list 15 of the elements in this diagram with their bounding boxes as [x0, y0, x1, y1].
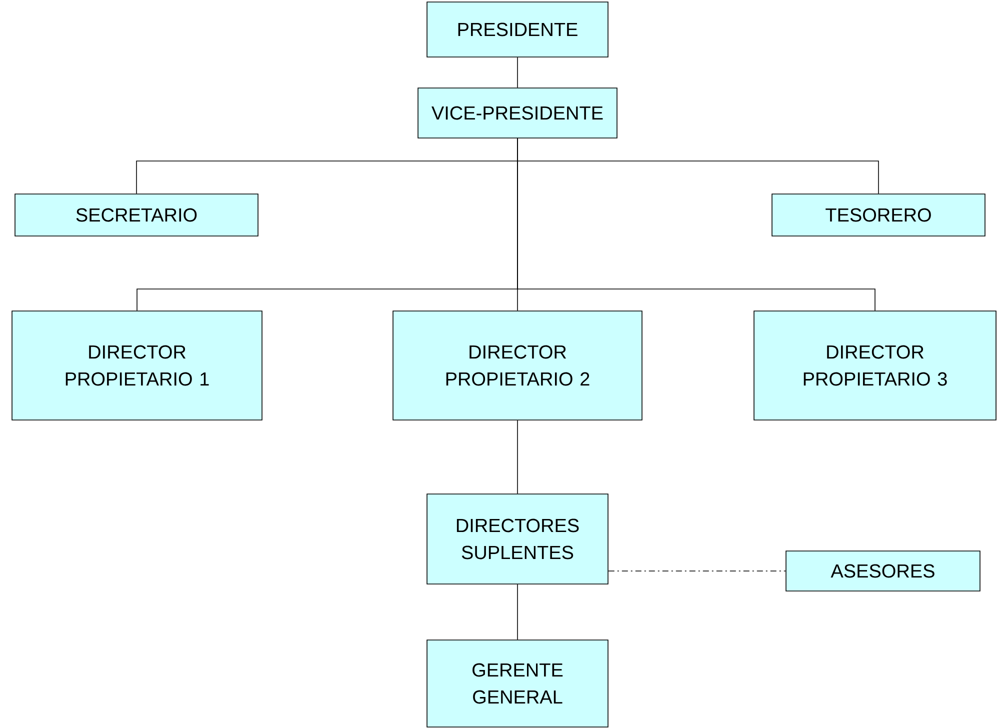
connector-line	[517, 420, 518, 494]
org-box: DIRECTOR PROPIETARIO 1	[12, 310, 262, 420]
connector-line	[608, 570, 786, 572]
connector-line	[517, 57, 518, 88]
org-box: GERENTE GENERAL	[426, 640, 608, 728]
org-box: TESORERO	[772, 194, 986, 236]
org-box: VICE-PRESIDENTE	[418, 88, 618, 138]
connector-line	[517, 138, 876, 311]
org-box: SECRETARIO	[14, 194, 258, 236]
connector-line	[517, 584, 518, 640]
org-box: ASESORES	[786, 550, 980, 592]
org-box: DIRECTOR PROPIETARIO 3	[754, 310, 996, 420]
org-box: DIRECTOR PROPIETARIO 2	[392, 310, 642, 420]
org-box: PRESIDENTE	[426, 2, 608, 58]
org-box: DIRECTORES SUPLENTES	[426, 494, 608, 584]
